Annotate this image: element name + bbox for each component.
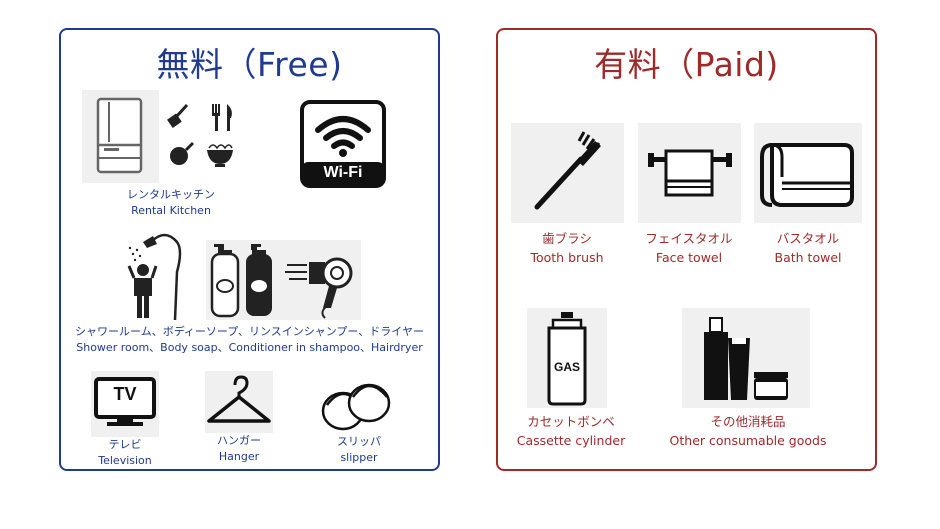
tv-label-jp: テレビ bbox=[108, 438, 142, 451]
bath-towel-label-en: Bath towel bbox=[774, 250, 842, 265]
hanger-label-en: Hanger bbox=[218, 450, 260, 463]
hairdryer-icon bbox=[281, 240, 361, 320]
hanger-label-jp: ハンガー bbox=[217, 434, 261, 447]
other-label-jp: その他消耗品 bbox=[710, 414, 786, 429]
toothbrush-label-en: Tooth brush bbox=[530, 250, 604, 265]
gas-label-jp: カセットボンベ bbox=[527, 414, 615, 429]
toothbrush-icon bbox=[511, 123, 624, 223]
wifi-icon: Wi-Fi bbox=[300, 100, 386, 188]
bath-towel-label-jp: バスタオル bbox=[776, 231, 840, 246]
face-towel-label-jp: フェイスタオル bbox=[645, 231, 733, 246]
slipper-label-jp: スリッパ bbox=[337, 435, 381, 448]
paid-panel: 有料（Paid) 歯ブラシ Tooth brush フェイスタオル Face t… bbox=[496, 28, 877, 471]
bath-towel-icon bbox=[754, 123, 862, 223]
free-panel: 無料（Free) bbox=[59, 28, 440, 471]
toothbrush-label-jp: 歯ブラシ bbox=[542, 231, 592, 246]
tv-icon: TV bbox=[91, 371, 159, 437]
wifi-text: Wi-Fi bbox=[323, 164, 363, 181]
kitchen-utensils-icon bbox=[165, 100, 243, 180]
bath-label-en: Shower room、Body soap、Conditioner in sha… bbox=[76, 341, 423, 354]
hanger-icon bbox=[205, 371, 273, 433]
refrigerator-icon bbox=[82, 90, 159, 183]
shower-icon bbox=[125, 230, 189, 320]
kitchen-label-jp: レンタルキッチン bbox=[127, 188, 215, 201]
slipper-icon bbox=[319, 375, 395, 435]
gas-icon-text: GAS bbox=[553, 360, 580, 374]
gas-label-en: Cassette cylinder bbox=[516, 433, 626, 448]
kitchen-label-en: Rental Kitchen bbox=[131, 204, 211, 217]
paid-title: 有料（Paid) bbox=[594, 45, 779, 84]
body-soap-bottles-icon bbox=[206, 240, 281, 320]
bath-label-jp: シャワールーム、ボディーソープ、リンスインシャンプー、ドライヤー bbox=[75, 325, 424, 338]
slipper-label-en: slipper bbox=[340, 451, 378, 464]
cosmetics-icon bbox=[682, 308, 810, 408]
tv-label-en: Television bbox=[98, 454, 152, 467]
free-title: 無料（Free) bbox=[156, 45, 343, 84]
tv-icon-text: TV bbox=[113, 384, 137, 404]
other-label-en: Other consumable goods bbox=[669, 433, 827, 448]
face-towel-label-en: Face towel bbox=[655, 250, 723, 265]
face-towel-icon bbox=[638, 123, 741, 223]
gas-cylinder-icon: GAS bbox=[527, 308, 607, 408]
